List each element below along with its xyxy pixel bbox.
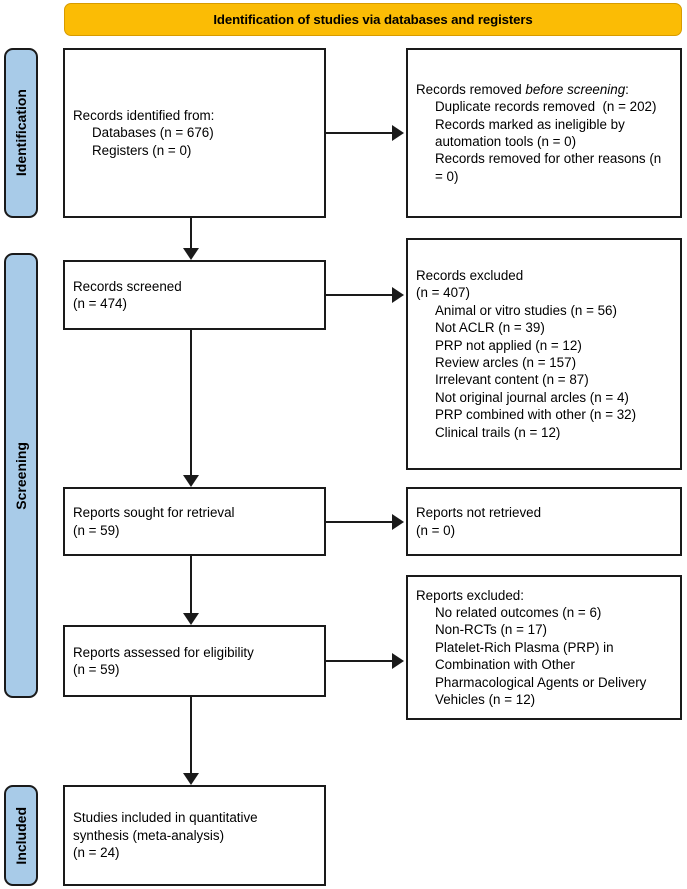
connector-identified-to-screened bbox=[190, 218, 193, 248]
connector-assessed-to-reports-excluded bbox=[326, 659, 392, 663]
box-heading: Records removed before screening: bbox=[416, 81, 672, 98]
stage-label-included: Included bbox=[13, 806, 29, 865]
box-studies-included: Studies included in quantitative synthes… bbox=[63, 785, 326, 886]
box-line: PRP combined with other (n = 32) bbox=[435, 407, 637, 423]
connector-identified-to-removed bbox=[326, 131, 392, 135]
box-reports-excluded: Reports excluded: No related outcomes (n… bbox=[406, 575, 682, 720]
stage-bar-screening: Screening bbox=[4, 253, 38, 698]
box-line: Not original journal arcles (n = 4) bbox=[435, 389, 629, 405]
arrowhead-identified-to-removed bbox=[392, 125, 404, 141]
connector-assessed-to-included bbox=[190, 697, 193, 773]
box-line: Records marked as ineligible by automati… bbox=[435, 116, 629, 149]
arrowhead-assessed-to-reports-excluded bbox=[392, 653, 404, 669]
box-line: Reports not retrieved bbox=[416, 505, 542, 521]
box-line: Studies included in quantitative bbox=[73, 810, 258, 826]
box-reports-assessed-for-eligibility: Reports assessed for eligibility (n = 59… bbox=[63, 625, 326, 697]
box-reports-not-retrieved: Reports not retrieved (n = 0) bbox=[406, 487, 682, 556]
box-line: Clinical trails (n = 12) bbox=[435, 424, 561, 440]
box-line: Registers (n = 0) bbox=[92, 142, 192, 158]
arrowhead-sought-to-assessed bbox=[183, 613, 200, 625]
box-line: Duplicate records removed (n = 202) bbox=[435, 99, 657, 115]
arrowhead-assessed-to-included bbox=[183, 773, 200, 785]
box-line: Records identified from: bbox=[73, 107, 215, 123]
box-line: Records excluded bbox=[416, 267, 524, 283]
box-line: Platelet-Rich Plasma (PRP) in Combinatio… bbox=[435, 639, 651, 708]
box-line: Not ACLR (n = 39) bbox=[435, 320, 545, 336]
box-line: synthesis (meta-analysis) bbox=[73, 827, 225, 843]
stage-label-identification: Identification bbox=[13, 89, 29, 177]
box-line: No related outcomes (n = 6) bbox=[435, 604, 602, 620]
box-line: Reports sought for retrieval bbox=[73, 505, 235, 521]
stage-bar-identification: Identification bbox=[4, 48, 38, 218]
connector-screened-to-excluded bbox=[326, 293, 392, 297]
box-line: (n = 407) bbox=[416, 285, 470, 301]
box-line: (n = 474) bbox=[73, 296, 127, 311]
heading-suffix: : bbox=[625, 81, 629, 97]
banner-label: Identification of studies via databases … bbox=[213, 12, 533, 27]
box-line: Reports excluded: bbox=[416, 587, 524, 603]
box-line: Records removed for other reasons (n = 0… bbox=[435, 151, 665, 184]
box-line: Review arcles (n = 157) bbox=[435, 355, 577, 370]
box-line: (n = 59) bbox=[73, 522, 120, 538]
connector-sought-to-assessed bbox=[190, 556, 193, 613]
box-line: (n = 59) bbox=[73, 662, 120, 677]
box-line: Databases (n = 676) bbox=[92, 125, 214, 141]
box-line: Irrelevant content (n = 87) bbox=[435, 372, 589, 388]
box-records-removed-before-screening: Records removed before screening: Duplic… bbox=[406, 48, 682, 218]
box-line: Animal or vitro studies (n = 56) bbox=[435, 302, 617, 318]
heading-emphasis: before screening bbox=[525, 81, 626, 97]
box-records-excluded: Records excluded (n = 407) Animal or vit… bbox=[406, 238, 682, 470]
box-records-identified: Records identified from: Databases (n = … bbox=[63, 48, 326, 218]
arrowhead-identified-to-screened bbox=[183, 248, 200, 260]
box-line: Reports assessed for eligibility bbox=[73, 644, 254, 660]
stage-bar-included: Included bbox=[4, 785, 38, 886]
heading-prefix: Records removed bbox=[416, 81, 526, 97]
box-line: PRP not applied (n = 12) bbox=[435, 337, 582, 353]
box-line: (n = 0) bbox=[416, 522, 456, 538]
stage-label-screening: Screening bbox=[13, 441, 29, 510]
arrowhead-screened-to-sought bbox=[183, 475, 200, 487]
box-reports-sought-for-retrieval: Reports sought for retrieval (n = 59) bbox=[63, 487, 326, 556]
connector-sought-to-not-retrieved bbox=[326, 520, 392, 524]
box-line: (n = 24) bbox=[73, 845, 120, 861]
diagram-banner-title: Identification of studies via databases … bbox=[64, 3, 682, 36]
box-line: Non-RCTs (n = 17) bbox=[435, 622, 547, 638]
box-records-screened: Records screened (n = 474) bbox=[63, 260, 326, 330]
arrowhead-sought-to-not-retrieved bbox=[392, 514, 404, 530]
connector-screened-to-sought bbox=[190, 330, 193, 475]
box-line: Records screened bbox=[73, 278, 182, 294]
arrowhead-screened-to-excluded bbox=[392, 287, 404, 303]
